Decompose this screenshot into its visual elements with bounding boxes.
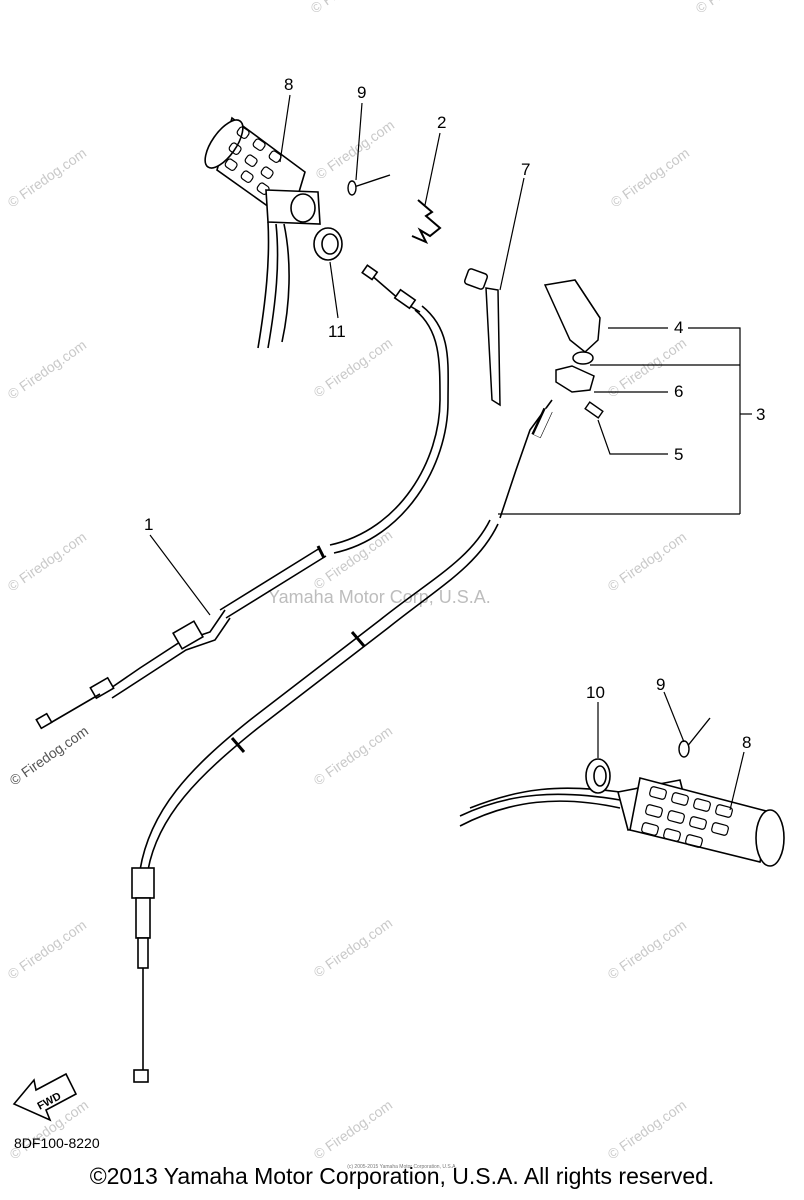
watermark: © Firedog.com: [311, 335, 396, 401]
screw-lower: [678, 717, 711, 758]
right-grip: [459, 777, 785, 867]
nut-6: [555, 351, 595, 393]
leader-lines: [149, 94, 752, 811]
copyright-footer: ©2013 Yamaha Motor Corporation, U.S.A. A…: [89, 1163, 715, 1189]
pin-5: [584, 401, 604, 419]
center-watermark: Yamaha Motor Corp, U.S.A.: [268, 587, 491, 607]
clip-2: [411, 199, 442, 244]
watermark: © Firedog.com: [693, 0, 778, 16]
callout-7: 7: [521, 160, 530, 179]
watermark: © Firedog.com: [7, 723, 92, 789]
watermark: © Firedog.com: [311, 915, 396, 981]
callout-8-lower: 8: [742, 733, 751, 752]
callout-5: 5: [674, 445, 683, 464]
strap-7: [463, 268, 501, 407]
screw-top: [347, 174, 391, 196]
watermark: © Firedog.com: [311, 723, 396, 789]
part-code: 8DF100-8220: [14, 1135, 100, 1151]
callouts: 8 9 2 7 11 4 6 3 5 1 10 9 8: [144, 75, 765, 752]
callout-9-lower: 9: [656, 675, 665, 694]
watermark: © Firedog.com: [5, 529, 90, 595]
cable-3: [131, 399, 553, 1083]
watermark: © Firedog.com: [5, 145, 90, 211]
watermark: © Firedog.com: [605, 917, 690, 983]
cable-1: [35, 264, 449, 730]
watermark: © Firedog.com: [608, 145, 693, 211]
callout-11: 11: [328, 322, 346, 341]
watermark: © Firedog.com: [311, 1097, 396, 1163]
callout-1: 1: [144, 515, 153, 534]
watermark: © Firedog.com: [605, 1097, 690, 1163]
watermark: © Firedog.com: [605, 529, 690, 595]
callout-6: 6: [674, 382, 683, 401]
left-grip: [204, 116, 321, 349]
callout-8-top: 8: [284, 75, 293, 94]
fine-print: (c) 2005-2015 Yamaha Motor Corporation, …: [347, 1164, 457, 1170]
collar-10: [585, 758, 611, 794]
bracket-4: [543, 279, 601, 353]
watermark: © Firedog.com: [5, 337, 90, 403]
callout-4: 4: [674, 318, 683, 337]
callout-2: 2: [437, 113, 446, 132]
callout-10: 10: [586, 683, 605, 702]
watermark: © Firedog.com: [308, 0, 393, 16]
watermark: © Firedog.com: [313, 117, 398, 183]
collar-11: [313, 227, 343, 261]
callout-9-top: 9: [357, 83, 366, 102]
watermarks: © Firedog.com © Firedog.com © Firedog.co…: [5, 0, 778, 1162]
watermark: © Firedog.com: [5, 917, 90, 983]
watermark: © Firedog.com: [311, 527, 396, 593]
callout-3: 3: [756, 405, 765, 424]
